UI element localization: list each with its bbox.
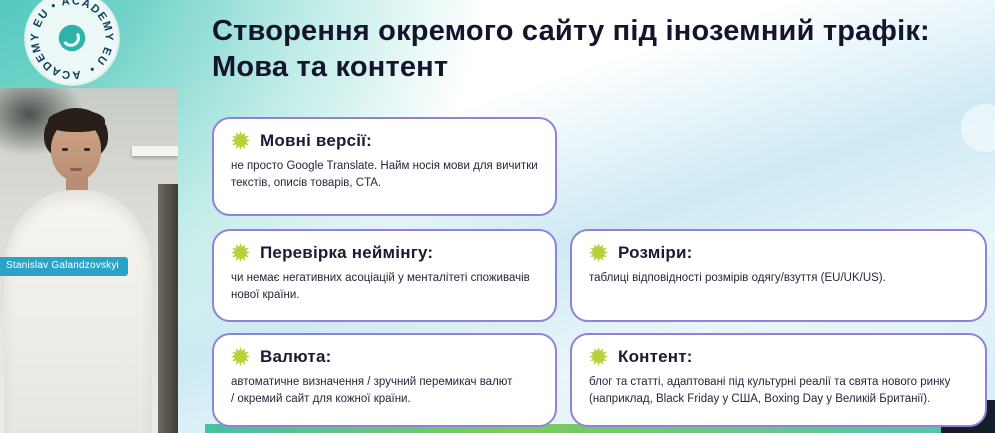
card-body: автоматичне визначення / зручний перемик… <box>231 376 513 405</box>
wall-shelf <box>132 146 178 156</box>
starburst-icon <box>230 346 251 367</box>
card-language-versions: Мовні версії: не просто Google Translate… <box>212 117 557 216</box>
card-body: не просто Google Translate. Найм носія м… <box>231 160 538 189</box>
speaker-mouth <box>70 168 82 171</box>
starburst-icon <box>588 346 609 367</box>
card-naming-check: Перевірка неймінгу: чи немає негативних … <box>212 229 557 322</box>
card-body: блог та статті, адаптовані під культурні… <box>589 376 951 405</box>
starburst-icon <box>230 130 251 151</box>
card-heading: Розміри: <box>618 242 693 262</box>
background-circle-decoration <box>961 104 995 152</box>
speaker-hair-fringe <box>48 110 105 132</box>
starburst-icon <box>230 242 251 263</box>
slide-bottom-bar <box>205 424 942 433</box>
card-sizes: Розміри: таблиці відповідності розмірів … <box>570 229 987 322</box>
academy-logo-graphic: ACADEMY EU • ACADEMY EU • <box>20 0 124 90</box>
card-heading: Мовні версії: <box>260 130 372 150</box>
slide-title: Створення окремого сайту під іноземний т… <box>212 13 987 85</box>
card-heading: Перевірка неймінгу: <box>260 242 434 262</box>
card-body: таблиці відповідності розмірів одягу/взу… <box>589 272 886 284</box>
card-currency: Валюта: автоматичне визначення / зручний… <box>212 333 557 427</box>
speaker-neck <box>66 176 88 194</box>
academy-logo-badge: ACADEMY EU • ACADEMY EU • <box>16 0 128 94</box>
card-heading: Контент: <box>618 346 693 366</box>
speaker-eye-right <box>84 148 90 151</box>
slide-title-line2: Мова та контент <box>212 51 449 83</box>
door-frame <box>158 184 178 433</box>
speaker-eye-left <box>62 148 68 151</box>
card-heading: Валюта: <box>260 346 332 366</box>
speaker-name-badge: Stanislav Galandzovskyi <box>0 257 128 276</box>
slide-title-line1: Створення окремого сайту під іноземний т… <box>212 15 930 47</box>
card-content: Контент: блог та статті, адаптовані під … <box>570 333 987 427</box>
speaker-shirt <box>4 190 152 433</box>
starburst-icon <box>588 242 609 263</box>
card-body: чи немає негативних асоціацій у менталіт… <box>231 272 530 301</box>
